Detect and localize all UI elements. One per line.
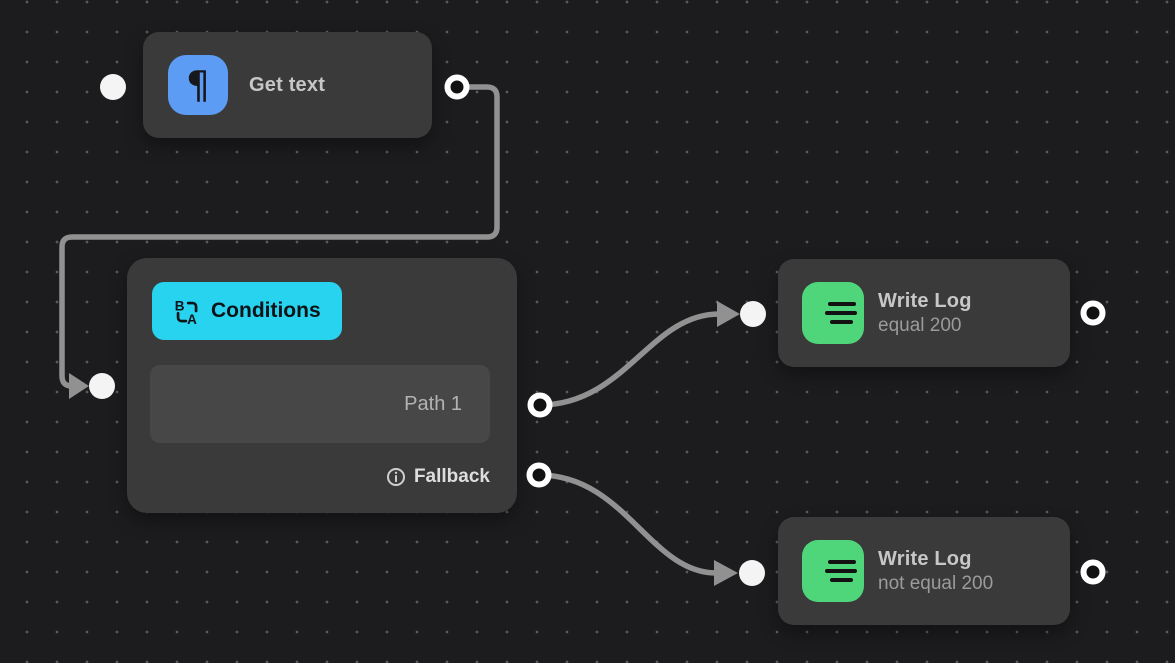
pilcrow-glyph: ¶ — [185, 63, 211, 107]
port-path1-output[interactable] — [527, 392, 553, 418]
edge-get-text-to-conditions[interactable] — [59, 84, 500, 399]
log-lines-icon — [802, 282, 864, 344]
port-fallback-output[interactable] — [526, 462, 552, 488]
port-write-log-equal-output[interactable] — [1080, 300, 1106, 326]
pilcrow-icon: ¶ — [168, 55, 228, 115]
fallback-label: Fallback — [413, 466, 490, 487]
arrowhead-write-log-equal-input — [717, 301, 740, 327]
edge-fallback-to-write-log-not-equal[interactable] — [536, 472, 738, 586]
port-write-log-equal-input[interactable] — [740, 301, 766, 327]
write-log-not-equal-subtitle: not equal 200 — [878, 572, 994, 594]
edge-path1-to-write-log-equal[interactable] — [537, 301, 740, 408]
port-write-log-not-equal-input[interactable] — [739, 560, 765, 586]
port-write-log-not-equal-output[interactable] — [1080, 559, 1106, 585]
node-conditions[interactable]: B A Conditions Path 1 Fallback — [127, 258, 517, 513]
conditions-badge[interactable]: B A Conditions — [152, 282, 342, 340]
condition-path-label: Path 1 — [404, 392, 462, 415]
conditions-badge-label: Conditions — [211, 299, 321, 322]
write-log-not-equal-title: Write Log — [878, 547, 972, 570]
svg-text:B: B — [175, 298, 185, 313]
port-conditions-input[interactable] — [89, 373, 115, 399]
arrowhead-write-log-not-equal-input — [714, 560, 738, 586]
port-get-text-input[interactable] — [100, 74, 126, 100]
condition-path-row[interactable]: Path 1 — [150, 365, 490, 443]
svg-text:A: A — [187, 311, 197, 324]
info-icon — [386, 467, 406, 487]
write-log-equal-title: Write Log — [878, 289, 972, 312]
log-lines-icon — [802, 540, 864, 602]
node-write-log-equal-200[interactable]: Write Log equal 200 — [778, 259, 1070, 367]
port-get-text-output[interactable] — [444, 74, 470, 100]
arrowhead-conditions-input — [69, 373, 89, 399]
node-get-text[interactable]: ¶ Get text — [143, 32, 432, 138]
write-log-equal-subtitle: equal 200 — [878, 314, 962, 336]
get-text-title: Get text — [249, 73, 326, 96]
node-write-log-not-equal-200[interactable]: Write Log not equal 200 — [778, 517, 1070, 625]
fallback-row[interactable]: Fallback — [386, 466, 490, 488]
ab-branch-icon: B A — [173, 298, 200, 325]
